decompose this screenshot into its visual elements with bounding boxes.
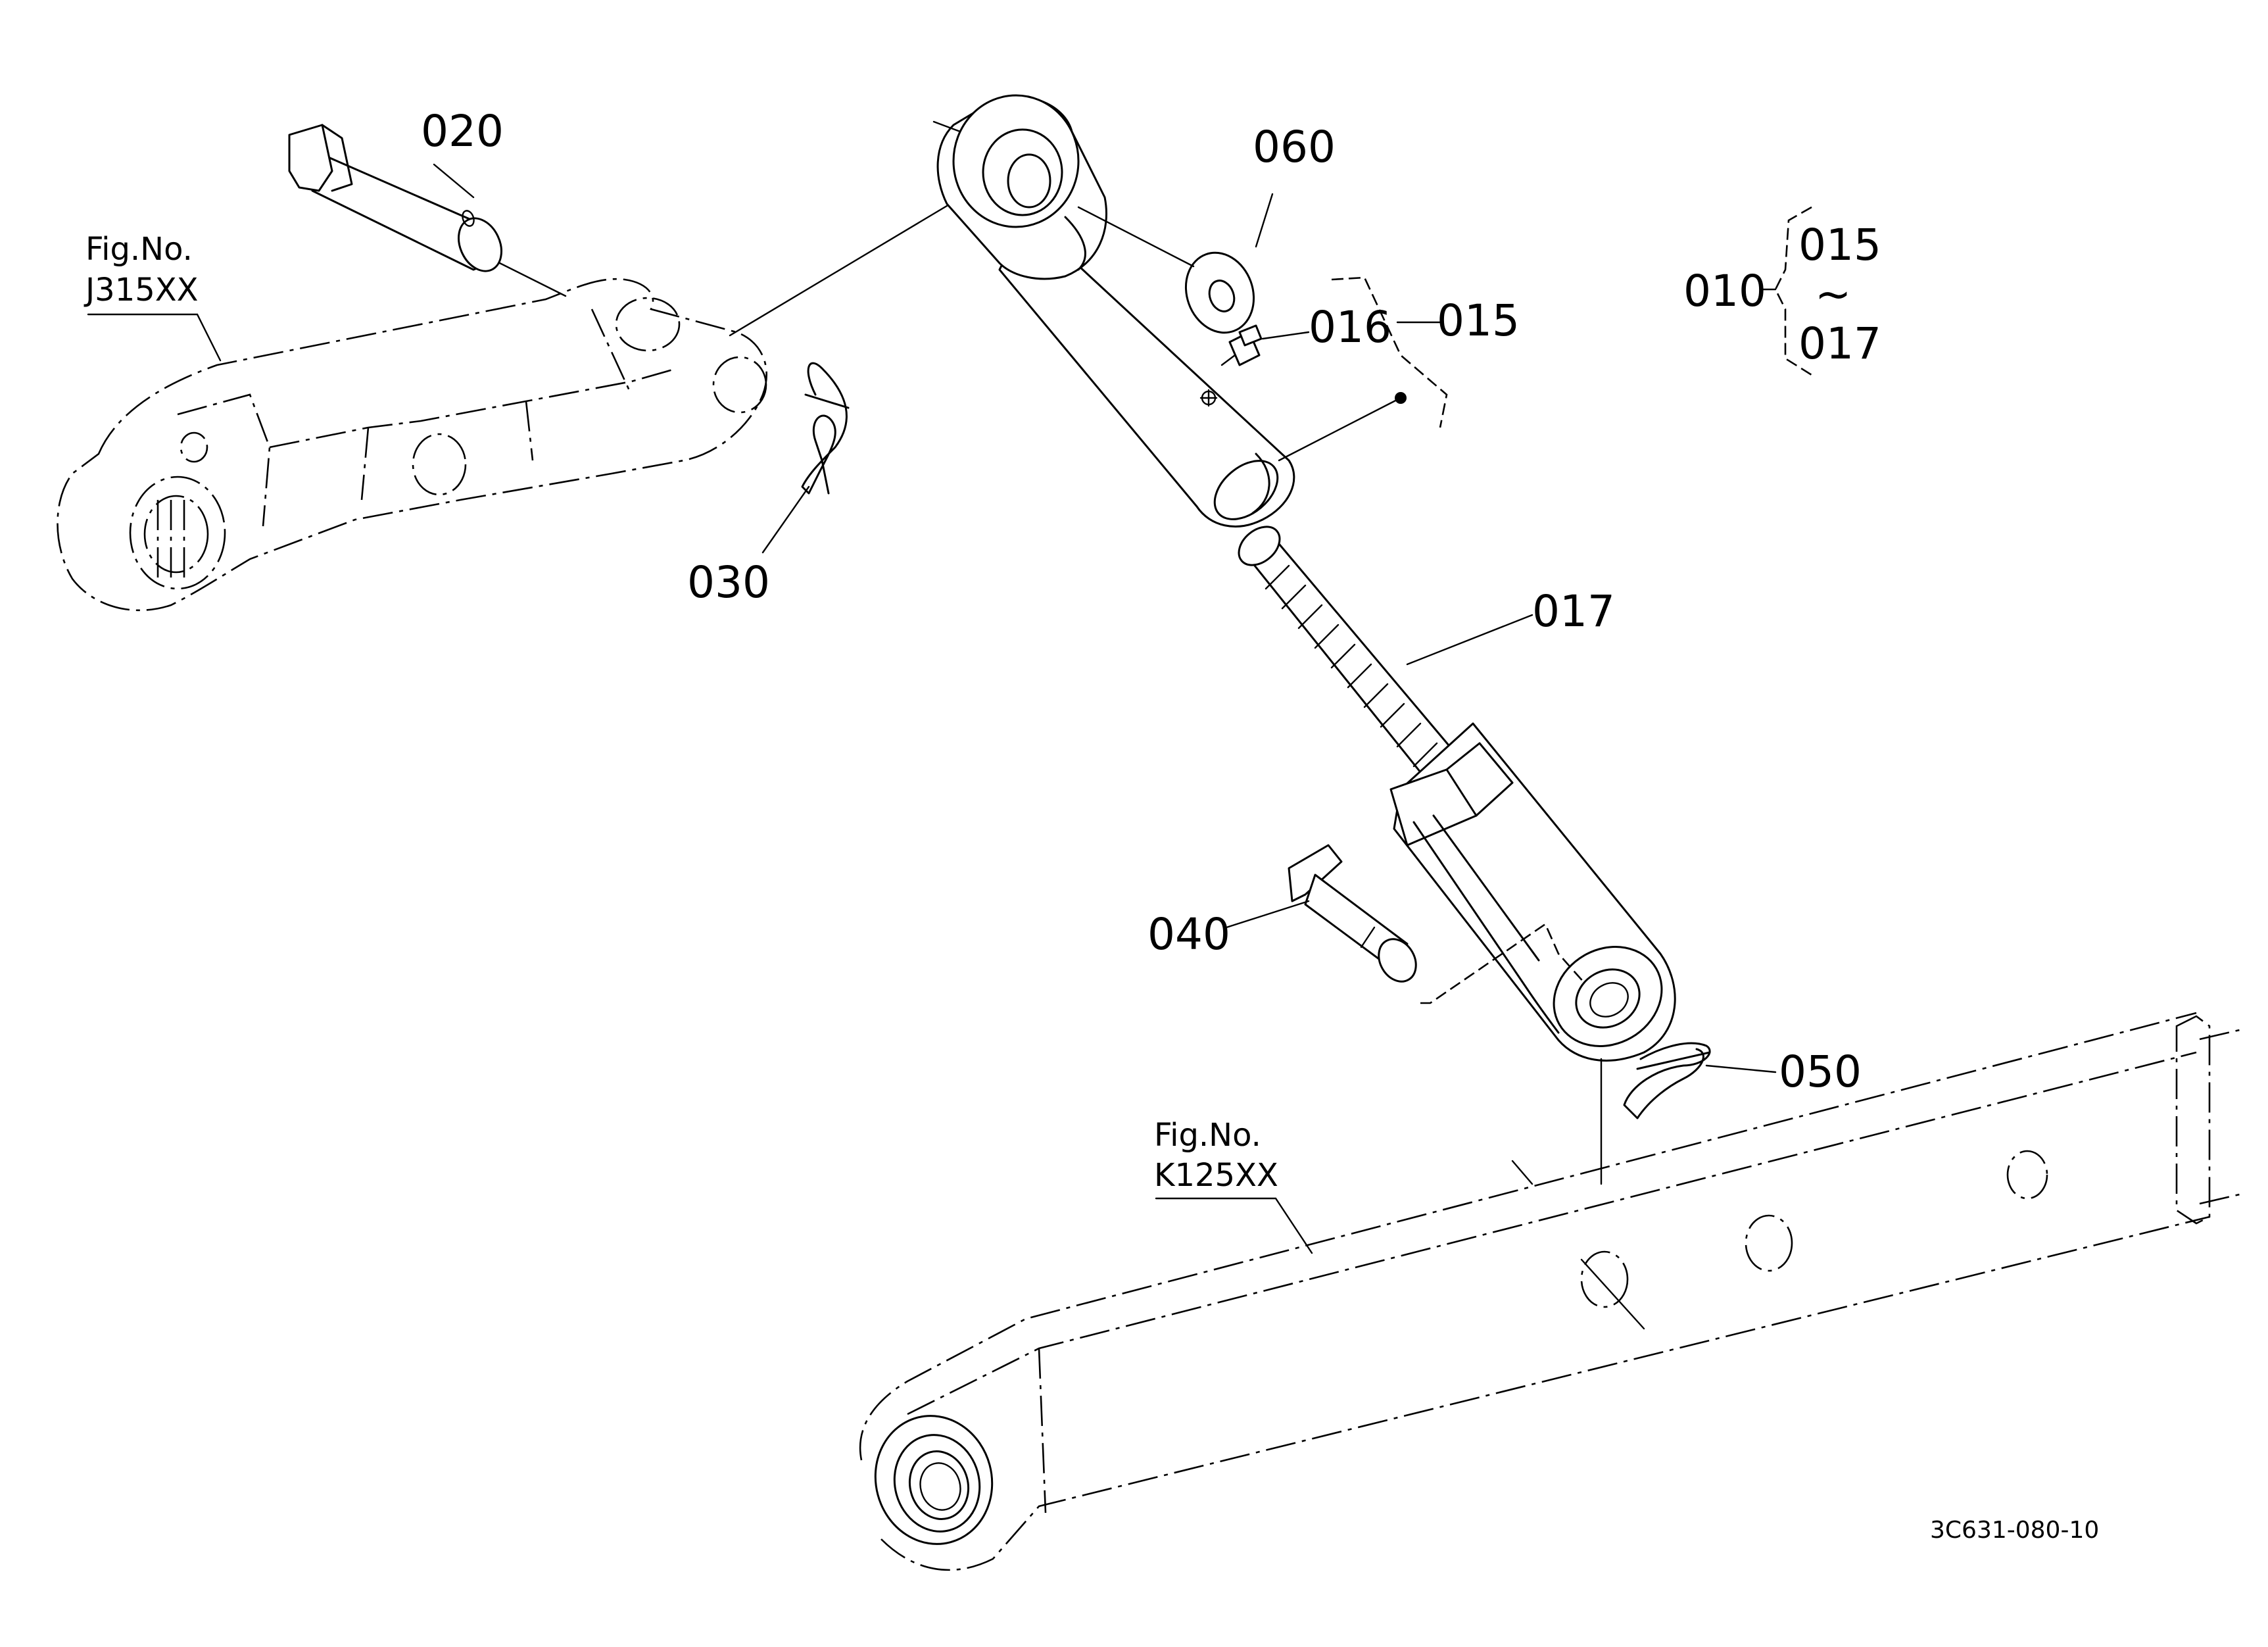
callout-017: 017 [1532, 586, 1615, 637]
lift-pin [288, 124, 567, 297]
leader-016 [1261, 331, 1310, 340]
leader-040 [1225, 900, 1310, 929]
leader-030 [761, 485, 810, 554]
assembly-line-upper [729, 203, 952, 337]
leader-017 [1406, 614, 1533, 666]
grease-fitting [1220, 324, 1263, 366]
legend-range-mark: ~ [1815, 269, 1851, 320]
fig-reference-lower: Fig.No. K125XX [1154, 1117, 1313, 1254]
leader-050 [1705, 1064, 1777, 1073]
callout-060: 060 [1253, 122, 1336, 172]
callout-016: 016 [1309, 302, 1391, 353]
lower-link-phantom [859, 1012, 2243, 1571]
leader-020 [433, 163, 475, 199]
threaded-rod [1238, 526, 1468, 794]
lift-arm-phantom [57, 278, 768, 612]
callout-010: 010 [1683, 266, 1766, 316]
leader-060 [1255, 193, 1274, 248]
legend-start-015: 015 [1798, 220, 1881, 270]
assembly-line-pin [1420, 923, 1585, 1004]
clevis-pin [1288, 844, 1417, 983]
callout-040: 040 [1147, 909, 1230, 960]
fig-ref-upper-line1: Fig.No. [85, 231, 193, 268]
washer [1077, 206, 1255, 334]
callout-030: 030 [687, 557, 770, 608]
fig-ref-lower-line1: Fig.No. [1154, 1117, 1261, 1154]
assembly-legend: 010 015 ~ 017 [1683, 206, 1881, 376]
callout-015-bracket: 015 [1437, 295, 1520, 346]
callout-050: 050 [1779, 1046, 1862, 1097]
clevis-end [1389, 722, 1676, 1062]
lower-link-ball-joint [874, 1415, 994, 1545]
fig-ref-upper-line2: J315XX [84, 272, 199, 308]
lynch-pin-lower [1623, 1042, 1711, 1119]
lynch-pin-upper [801, 362, 850, 495]
bracket-015 [1278, 276, 1448, 462]
legend-end-017: 017 [1798, 318, 1881, 369]
callout-020: 020 [421, 106, 504, 157]
fig-ref-lower-line2: K125XX [1154, 1157, 1278, 1194]
top-link-body [932, 94, 1295, 528]
drawing-code: 3C631-080-10 [1930, 1517, 2099, 1544]
fig-reference-upper: Fig.No. J315XX [84, 231, 222, 362]
